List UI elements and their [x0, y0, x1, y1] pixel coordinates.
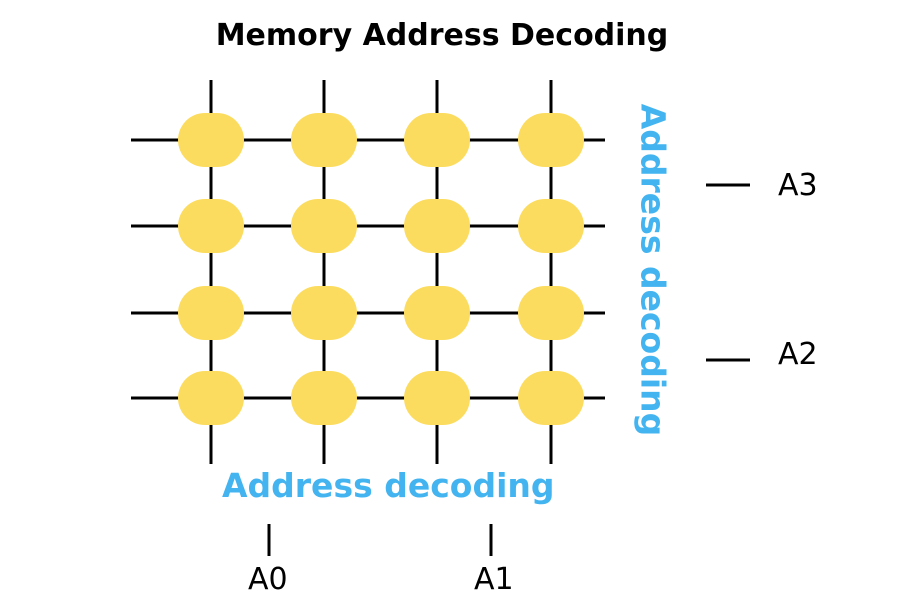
- address-line-a0-label: A0: [248, 562, 288, 597]
- memory-cell-r1-c1: [291, 199, 357, 253]
- memory-cell-r3-c1: [291, 371, 357, 425]
- memory-cell-r1-c3: [518, 199, 584, 253]
- memory-cell-r3-c0: [178, 371, 244, 425]
- row-address-decoding-label: Address decoding: [633, 103, 673, 437]
- address-line-a1-label: A1: [474, 562, 514, 597]
- memory-cell-r2-c2: [404, 286, 470, 340]
- memory-cell-r2-c1: [291, 286, 357, 340]
- diagram-title: Memory Address Decoding: [215, 18, 669, 53]
- memory-cells: [178, 113, 584, 425]
- address-pins: [267, 183, 750, 556]
- memory-cell-r2-c3: [518, 286, 584, 340]
- memory-cell-r1-c2: [404, 199, 470, 253]
- memory-cell-r3-c3: [518, 371, 584, 425]
- column-address-decoding-label: Address decoding: [222, 466, 555, 505]
- memory-cell-r0-c1: [291, 113, 357, 167]
- memory-cell-r0-c0: [178, 113, 244, 167]
- memory-cell-r0-c2: [404, 113, 470, 167]
- memory-cell-r2-c0: [178, 286, 244, 340]
- memory-cell-r0-c3: [518, 113, 584, 167]
- memory-cell-r3-c2: [404, 371, 470, 425]
- address-line-a3-label: A3: [778, 168, 818, 203]
- address-line-a2-label: A2: [778, 337, 818, 372]
- memory-cell-r1-c0: [178, 199, 244, 253]
